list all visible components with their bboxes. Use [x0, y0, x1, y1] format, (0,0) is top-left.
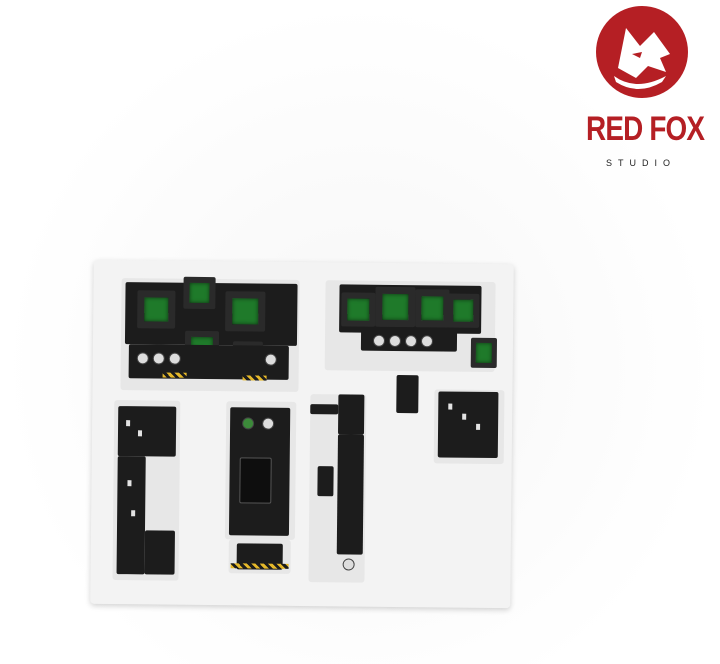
mfd-screen	[382, 294, 409, 320]
hazard-stripe	[242, 375, 267, 381]
toggle-switch	[131, 510, 136, 517]
mfd-screen	[475, 343, 493, 363]
mfd-screen	[189, 282, 210, 304]
mfd-screen	[232, 298, 259, 325]
mfd-screen	[421, 296, 444, 321]
brand-logo: RED FOX STUDIO	[586, 6, 716, 176]
center-console-screen	[239, 457, 272, 504]
gauge	[262, 417, 275, 430]
mfd-left-center-top	[183, 276, 216, 310]
mfd-right-4	[447, 293, 480, 328]
gauge	[242, 417, 255, 430]
side-console-mid-arm	[310, 404, 339, 415]
gauge	[420, 335, 434, 348]
mfd-screen	[452, 299, 474, 322]
toggle-switch	[126, 420, 131, 427]
toggle-switch	[476, 423, 481, 430]
mfd-right-1	[341, 292, 376, 327]
hazard-stripe	[162, 372, 187, 378]
mfd-right-2	[375, 286, 416, 328]
fox-head-icon	[596, 6, 688, 98]
gauge	[264, 353, 277, 366]
toggle-switch	[462, 413, 467, 420]
gauge	[342, 558, 355, 571]
gauge	[168, 352, 181, 365]
toggle-switch	[448, 403, 453, 410]
brand-subtitle: STUDIO	[605, 158, 676, 168]
mfd-screen	[347, 298, 370, 321]
gauge	[136, 352, 149, 365]
gauge	[372, 334, 386, 347]
mfd-left-2	[225, 291, 266, 332]
mfd-left-1	[137, 290, 176, 329]
side-console-mid-upper	[337, 394, 365, 435]
mfd-right-3	[415, 289, 450, 328]
side-console-right	[437, 391, 499, 459]
side-console-left-foot	[144, 530, 175, 575]
side-console-mid	[336, 434, 364, 555]
decal-sheet	[90, 259, 514, 609]
gauge	[152, 352, 165, 365]
brand-title: RED FOX	[586, 110, 705, 148]
toggle-switch	[127, 480, 132, 487]
gauge	[388, 334, 402, 348]
mfd-right-standalone	[470, 337, 498, 369]
mfd-screen	[143, 297, 169, 322]
side-console-mid-tab	[317, 466, 334, 497]
center-small-panel	[396, 374, 419, 414]
hazard-stripe	[230, 563, 289, 569]
toggle-switch	[137, 430, 143, 437]
gauge	[404, 335, 418, 348]
side-console-left-upper	[117, 406, 177, 457]
